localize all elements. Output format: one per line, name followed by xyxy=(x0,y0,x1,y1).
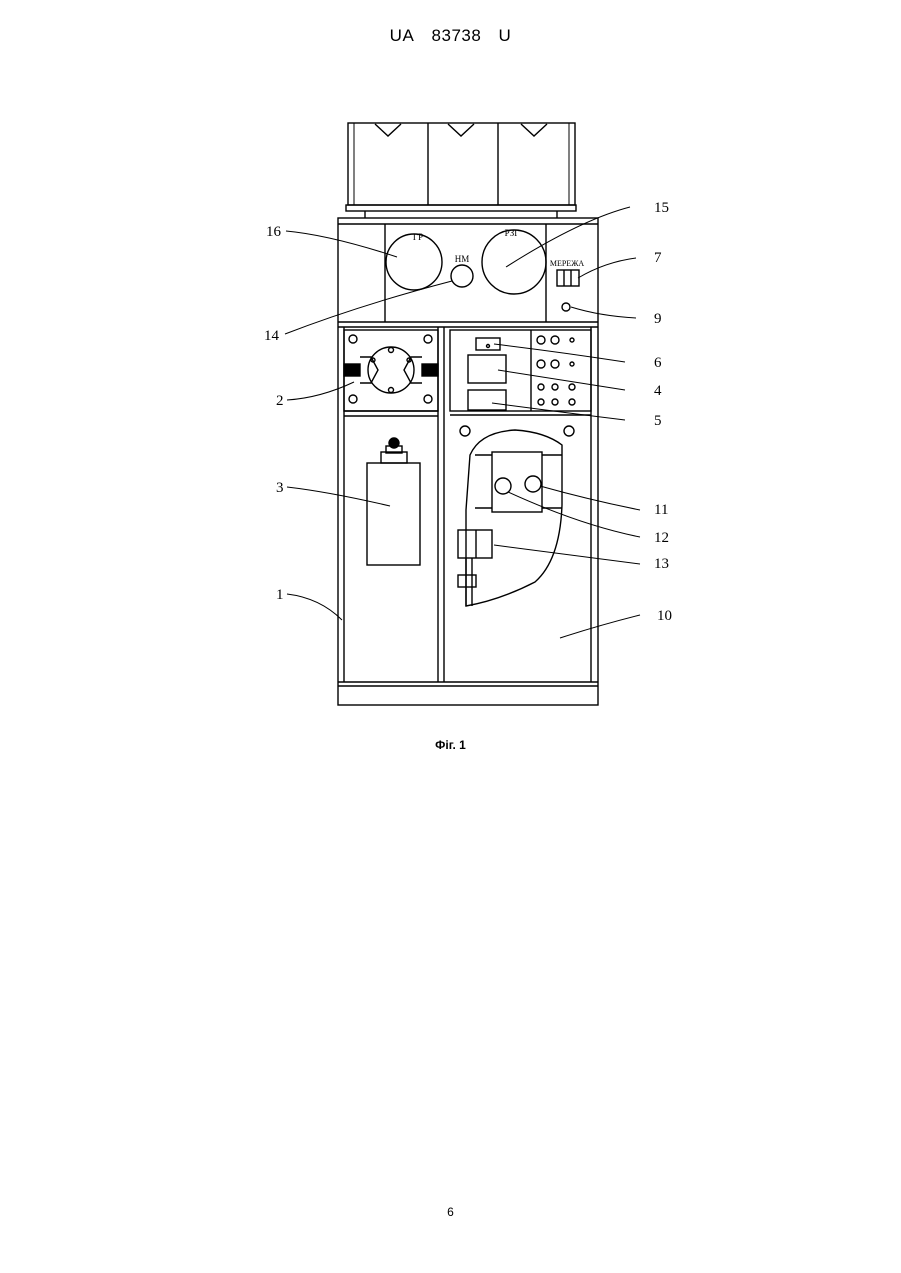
ref-7: 7 xyxy=(654,250,662,266)
cabinet-frame xyxy=(338,218,598,705)
control-block xyxy=(450,330,591,411)
ref-1: 1 xyxy=(276,587,284,603)
ref-3: 3 xyxy=(276,480,284,496)
display-5 xyxy=(468,390,506,410)
ref-11: 11 xyxy=(654,502,668,518)
ref-12: 12 xyxy=(654,530,669,546)
ref-2: 2 xyxy=(276,393,284,409)
ref-13: 13 xyxy=(654,556,669,572)
ref-14: 14 xyxy=(264,328,280,344)
cylinder xyxy=(367,463,420,565)
ref-10: 10 xyxy=(657,608,672,624)
gauge-nm-label: НМ xyxy=(455,254,470,264)
display-4 xyxy=(468,355,506,383)
page-number: 6 xyxy=(0,1205,901,1219)
press-block xyxy=(492,452,542,512)
gauge-gr xyxy=(386,234,442,290)
ref-16: 15 xyxy=(654,200,669,216)
cutaway-outline xyxy=(466,430,562,606)
ref-15: 16 xyxy=(266,224,282,240)
ref-5: 5 xyxy=(654,413,662,429)
ref-9: 9 xyxy=(654,311,662,327)
network-switch xyxy=(557,270,579,286)
indicator-lamp xyxy=(562,303,570,311)
network-label: МЕРЕЖА xyxy=(550,259,585,268)
gauge-nm xyxy=(451,265,473,287)
ref-6: 6 xyxy=(654,355,662,371)
figure-caption: Фіг. 1 xyxy=(0,738,901,752)
sensor-13 xyxy=(458,530,492,558)
gauge-gr-label: ГР xyxy=(413,232,423,242)
gauge-rzg-label: РЗГ xyxy=(505,228,520,238)
ref-4: 4 xyxy=(654,383,662,399)
